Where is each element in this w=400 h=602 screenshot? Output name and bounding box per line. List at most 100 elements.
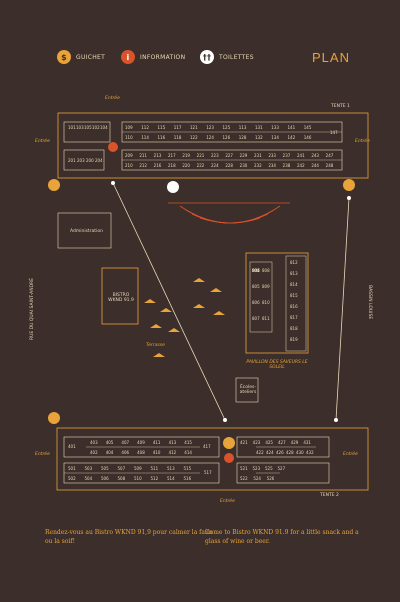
entree-label: Entrée xyxy=(355,139,370,144)
booth-number: 408 xyxy=(137,450,145,455)
booth-number: 404 xyxy=(105,450,114,455)
booth-number: 417 xyxy=(203,444,211,449)
booth-number: 514 xyxy=(167,476,175,481)
booth-number: 521 xyxy=(240,466,248,471)
booth-number: 221 xyxy=(196,153,205,158)
booth-number: 110 xyxy=(125,135,133,140)
booth-number: 219 xyxy=(182,153,190,158)
entree-label: Entrée xyxy=(343,452,358,457)
booth-number: 512 xyxy=(150,476,159,481)
booth-number: 421 xyxy=(240,440,248,445)
booth-number: 527 xyxy=(277,466,286,471)
booth-number: 431 xyxy=(303,440,311,445)
booth-number: 812 xyxy=(290,260,298,265)
booth-number: 426 xyxy=(276,450,284,455)
dollar-icon xyxy=(48,412,60,424)
booth-number: 131 xyxy=(255,125,263,130)
booth-number: 147 xyxy=(330,130,338,135)
entree-label: Entrée xyxy=(220,499,235,504)
booth-number: 819 xyxy=(290,337,298,342)
booth-number: 213 xyxy=(153,153,162,158)
booth-number: 232 xyxy=(254,163,262,168)
booth-number: 503 xyxy=(84,466,93,471)
booth-number: 113 xyxy=(238,125,247,130)
booth-number: 402 xyxy=(90,450,98,455)
info-icon xyxy=(224,453,234,463)
booth-number: 116 xyxy=(157,135,166,140)
booth-number: 526 xyxy=(266,476,275,481)
street-label: RUE DU QUAI SAINT-ANDRÉ xyxy=(30,277,35,340)
booth-number: 218 xyxy=(168,163,176,168)
booth-number: 122 xyxy=(190,135,198,140)
legend-guichet: $ GUICHET xyxy=(57,50,105,64)
booth-number: 511 xyxy=(150,466,159,471)
booth-number: 201 xyxy=(68,158,76,163)
booth-number: 238 xyxy=(282,163,291,168)
booth-number: 804 xyxy=(252,268,260,273)
booth-number: 423 xyxy=(252,440,261,445)
booth-number: 415 xyxy=(184,440,192,445)
terrasse-umbrellas xyxy=(144,278,225,357)
administration-label: Administration xyxy=(70,229,103,234)
booth-number: 230 xyxy=(239,163,248,168)
administration-building xyxy=(57,212,112,249)
booth-number: 141 xyxy=(287,125,296,130)
booth-number: 216 xyxy=(153,163,162,168)
terrasse-label: Terrasse xyxy=(146,343,165,348)
booth-number: 121 xyxy=(190,125,198,130)
booth-number: 805 xyxy=(252,268,260,273)
booth-number: 124 xyxy=(206,135,214,140)
dollar-icon xyxy=(223,437,235,449)
booth-number: 231 xyxy=(254,153,262,158)
booth-number: 237 xyxy=(282,153,291,158)
booth-number: 422 xyxy=(256,450,264,455)
info-icon xyxy=(108,142,118,152)
booth-number: 200 xyxy=(86,158,94,163)
booth-number: 123 xyxy=(206,125,214,130)
booth-number: 505 xyxy=(101,466,109,471)
entree-label: Entrée xyxy=(35,139,50,144)
booth-number: 125 xyxy=(222,125,231,130)
bistro-building xyxy=(101,267,139,325)
booth-number: 429 xyxy=(290,440,299,445)
booth-number: 502 xyxy=(68,476,76,481)
booth-number: 818 xyxy=(290,326,298,331)
booth-number: 228 xyxy=(225,163,233,168)
booth-number: 817 xyxy=(290,315,298,320)
ecoles-building xyxy=(235,377,259,403)
booth-number: 134 xyxy=(271,135,279,140)
booth-number: 209 xyxy=(125,153,133,158)
walkway xyxy=(335,197,350,421)
tent2-label: TENTE 2 xyxy=(320,493,339,498)
booth-number: 813 xyxy=(290,271,298,276)
booth-number: 220 xyxy=(182,163,190,168)
booth-number: 145 xyxy=(303,125,312,130)
booth-number: 132 xyxy=(255,135,263,140)
booth-number: 217 xyxy=(168,153,176,158)
booth-number: 523 xyxy=(252,466,261,471)
booth-number: 806 xyxy=(252,268,260,273)
legend-label: GUICHET xyxy=(76,53,106,61)
booth-number: 233 xyxy=(268,153,276,158)
bistro-label: BISTRO WKND 91.9 xyxy=(108,293,134,303)
legend-label: INFORMATION xyxy=(140,53,186,61)
booth-number: 522 xyxy=(240,476,248,481)
booth-number: 504 xyxy=(84,476,93,481)
booth-number: 105 xyxy=(84,125,92,130)
booth-number: 112 xyxy=(141,125,149,130)
booth-number: 410 xyxy=(152,450,161,455)
booth-number: 425 xyxy=(265,440,273,445)
booth-number: 808 xyxy=(262,268,270,273)
booth-number: 224 xyxy=(211,163,219,168)
booth-number: 413 xyxy=(168,440,177,445)
toilet-icon xyxy=(167,181,179,193)
pavillon-outline xyxy=(245,252,309,354)
booth-number: 103 xyxy=(76,125,84,130)
booth-number: 517 xyxy=(204,470,212,475)
tent1-block-a xyxy=(63,121,111,143)
entree-label: Entrée xyxy=(105,96,120,101)
footer-french: Rendez-vous au Bistro WKND 91,9 pour cal… xyxy=(45,529,213,545)
booth-number: 115 xyxy=(157,125,166,130)
booth-number: 128 xyxy=(238,135,247,140)
